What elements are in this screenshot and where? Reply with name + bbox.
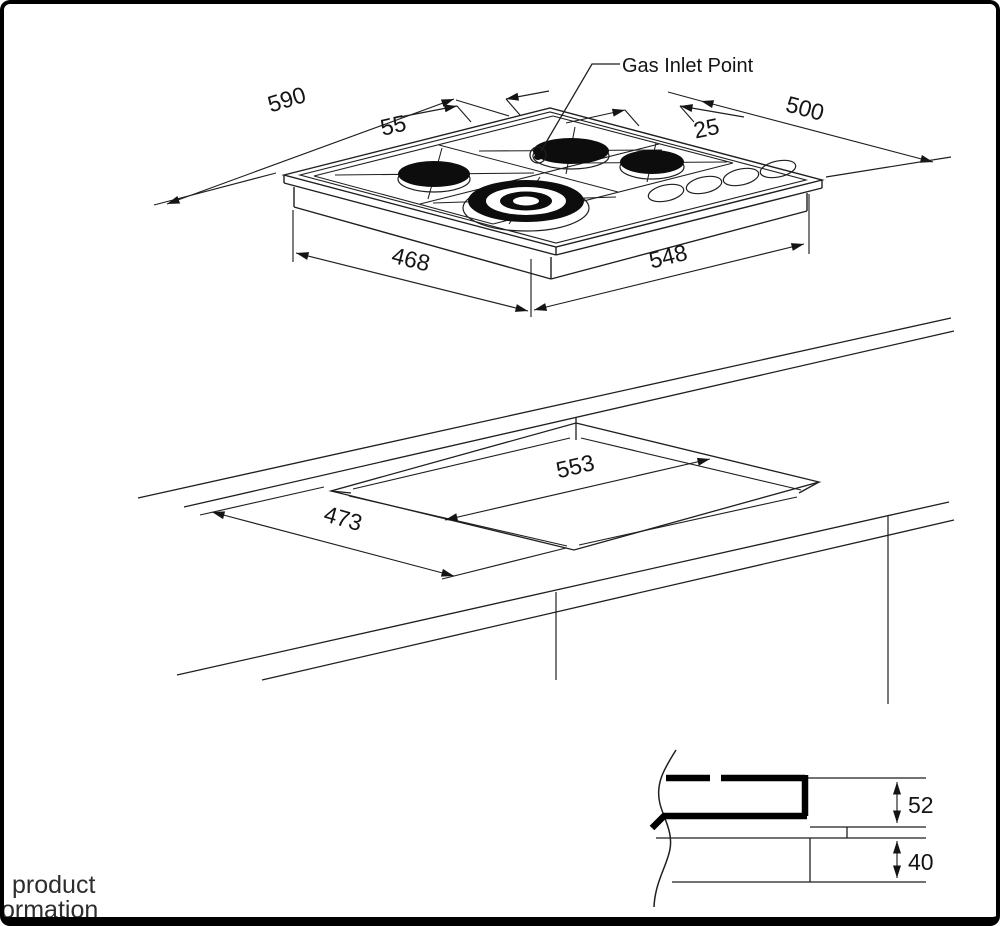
cabinet-front-lines — [555, 516, 889, 704]
burner-wok — [462, 180, 590, 232]
installation-diagram: Gas Inlet Point 590 55 25 500 468 548 — [137, 55, 955, 908]
corner-text-line2: ormation — [1, 896, 99, 924]
dim-25-label: 25 — [691, 113, 721, 144]
gas-inlet-label: Gas Inlet Point — [622, 55, 754, 77]
cutout-opening — [328, 417, 822, 551]
section-hob-profile — [649, 774, 809, 831]
burner-left-back — [397, 161, 471, 193]
dim-590-label: 590 — [265, 81, 309, 117]
dim-500-label: 500 — [783, 91, 827, 126]
gas-inlet-point — [529, 146, 547, 164]
dimension-553 — [444, 457, 711, 522]
section-worktop — [656, 826, 926, 883]
dimension-55 — [399, 90, 550, 123]
dim-52-label: 52 — [908, 792, 934, 818]
dim-55-label: 55 — [378, 110, 409, 141]
worktop-cutout-view — [137, 317, 955, 704]
dimension-590 — [153, 98, 510, 206]
dim-468-label: 468 — [389, 242, 433, 277]
dim-473-label: 473 — [321, 501, 365, 537]
corner-text-line1: product — [12, 871, 96, 899]
dim-548-label: 548 — [646, 239, 690, 274]
dim-553-label: 553 — [554, 449, 597, 483]
dimension-52 — [808, 777, 926, 823]
worktop-back-edge — [137, 317, 955, 508]
dimension-548 — [533, 194, 810, 311]
dimension-473 — [199, 486, 567, 580]
section-break-line — [653, 749, 677, 908]
hob-isometric-view — [153, 63, 952, 317]
worktop-front-edge — [176, 501, 955, 681]
gas-inlet-leader — [540, 63, 620, 152]
dim-40-label: 40 — [908, 849, 934, 875]
dimension-468 — [292, 210, 532, 317]
burner-back-middle — [532, 138, 610, 170]
dimension-500 — [667, 91, 952, 178]
section-detail-view — [649, 749, 926, 908]
burner-right — [619, 150, 685, 180]
